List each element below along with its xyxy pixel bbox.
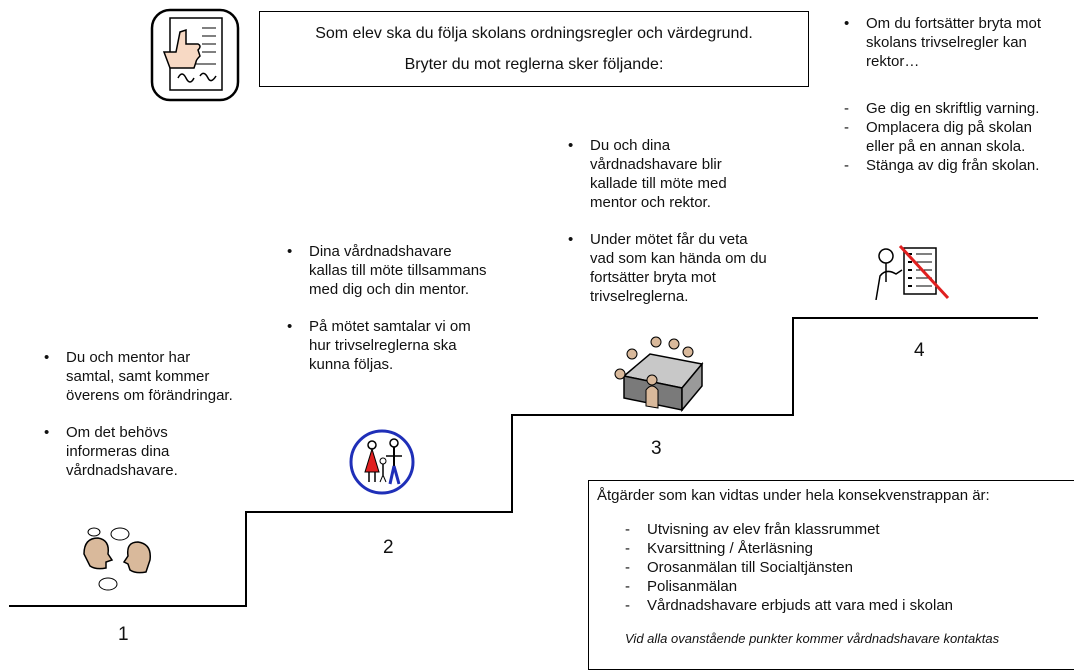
step2-bullet-2: På mötet samtalar vi om hur trivselregle… — [281, 317, 491, 374]
step4-bullet-1: Om du fortsätter bryta mot skolans trivs… — [838, 14, 1058, 71]
step2-list: Dina vårdnadshavare kallas till möte til… — [281, 242, 491, 392]
step4-dash-3: Stänga av dig från skolan. — [838, 156, 1058, 175]
step3-list: Du och dina vårdnadshavare blir kallade … — [562, 136, 772, 324]
rules-icon — [150, 8, 240, 102]
header-line2: Bryter du mot reglerna sker följande: — [404, 56, 664, 73]
step3-number: 3 — [651, 438, 662, 459]
step2-bullet-1: Dina vårdnadshavare kallas till möte til… — [281, 242, 491, 299]
step1-list: Du och mentor har samtal, samt kommer öv… — [38, 348, 238, 498]
family-icon — [348, 428, 416, 496]
header-box: Som elev ska du följa skolans ordningsre… — [259, 11, 809, 87]
measure-item: Orosanmälan till Socialtjänsten — [619, 558, 1059, 577]
step4-dash-1: Ge dig en skriftlig varning. — [838, 99, 1058, 118]
measure-item: Vårdnadshavare erbjuds att vara med i sk… — [619, 596, 1059, 615]
header-line1: Som elev ska du följa skolans ordningsre… — [315, 25, 753, 42]
step4-dash-list: Ge dig en skriftlig varning. Omplacera d… — [838, 99, 1058, 175]
step1-bullet-1: Du och mentor har samtal, samt kommer öv… — [38, 348, 238, 405]
step4-number: 4 — [914, 340, 925, 361]
measure-item: Polisanmälan — [619, 577, 1059, 596]
meeting-table-icon — [612, 334, 708, 414]
measures-title: Åtgärder som kan vidtas under hela konse… — [597, 487, 990, 504]
step1-bullet-2: Om det behövs informeras dina vårdnadsha… — [38, 423, 238, 480]
talking-heads-icon — [78, 524, 158, 592]
measure-item: Utvisning av elev från klassrummet — [619, 520, 1059, 539]
step3-bullet-2: Under mötet får du veta vad som kan händ… — [562, 230, 772, 306]
measures-list: Utvisning av elev från klassrummet Kvars… — [619, 520, 1059, 615]
crossed-out-list-icon — [874, 242, 950, 301]
step3-bullet-1: Du och dina vårdnadshavare blir kallade … — [562, 136, 772, 212]
measures-footer: Vid alla ovanstående punkter kommer vård… — [625, 631, 1000, 646]
measure-item: Kvarsittning / Återläsning — [619, 539, 1059, 558]
step4-list: Om du fortsätter bryta mot skolans trivs… — [838, 14, 1058, 89]
measures-box: Åtgärder som kan vidtas under hela konse… — [588, 480, 1074, 670]
step2-number: 2 — [383, 537, 394, 558]
step1-number: 1 — [118, 624, 129, 645]
step4-dash-2: Omplacera dig på skolan eller på en anna… — [838, 118, 1058, 156]
